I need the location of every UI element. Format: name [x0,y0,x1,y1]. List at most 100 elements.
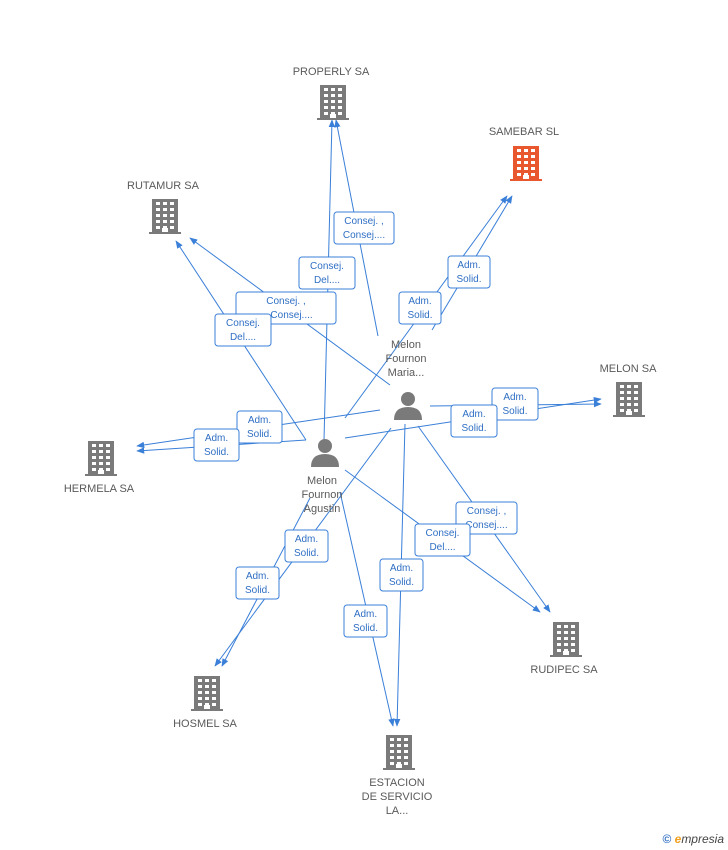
edge-label-text: Solid. [461,423,486,434]
edge-label-text: Consej.... [343,230,385,241]
brand-name: mpresia [681,832,724,846]
edge-label-box [298,256,356,290]
edge-label-9[interactable]: Adm. Solid. [193,428,240,462]
edge-label-14[interactable]: Adm. Solid. [379,558,424,592]
node-label: RUDIPEC SA [530,664,598,676]
brand-initial: e [674,832,682,846]
node-label: LA... [386,805,409,817]
edge-label-box [214,313,272,347]
edge-label-text: Del.... [429,542,455,553]
edge-label-text: Consej. , [344,216,383,227]
edge-label-text: Consej.... [465,520,507,531]
building-icon [317,85,349,120]
node-rudipec[interactable]: RUDIPEC SA [530,622,598,676]
edge-label-13[interactable]: Adm. Solid. [235,566,280,600]
edge-label-text: Adm. [503,392,526,403]
edge-label-box [398,291,442,325]
node-label: HERMELA SA [64,483,135,495]
edge-label-text: Adm. [295,534,318,545]
edge-label-text: Consej. , [467,506,506,517]
edge-label-text: Solid. [294,548,319,559]
edge-label-5[interactable]: Adm. Solid. [447,255,491,289]
node-properly[interactable]: PROPERLY SA [293,66,370,120]
building-icon [149,199,181,234]
edge-label-text: Adm. [390,563,413,574]
node-label: MELON SA [600,363,658,375]
edge-label-text: ...,Consej.... [259,310,312,321]
edge-label-10[interactable]: Consej. , Consej.... [455,501,518,535]
edge-label-text: Adm. [462,409,485,420]
edge-label-text: Solid. [502,406,527,417]
edge-label-15[interactable]: Adm. Solid. [343,604,388,638]
node-hermela[interactable]: HERMELA SA [64,441,135,495]
node-label: HOSMEL SA [173,718,237,730]
node-melonsa[interactable]: MELON SA [600,363,658,417]
node-label: PROPERLY SA [293,66,370,78]
node-label: DE SERVICIO [362,791,433,803]
node-label: SAMEBAR SL [489,126,559,138]
edge-label-3[interactable]: Consej. Del.... [214,313,272,347]
node-label: Melon [307,475,337,487]
edge-label-text: Consej. [426,528,460,539]
node-estacion[interactable]: ESTACION DE SERVICIO LA... [362,735,433,817]
edge-label-text: Adm. [205,433,228,444]
edge-label-0[interactable]: Consej. , Consej.... [333,211,395,245]
edge-label-box [450,404,498,438]
edge-label-11[interactable]: Consej. Del.... [414,523,471,557]
edge-label-text: Del.... [314,275,340,286]
node-maria[interactable]: MelonFournonMaria... [386,339,427,420]
node-label: Agustin [304,503,341,515]
edge-label-text: Adm. [354,609,377,620]
edge-label-text: Adm. [246,571,269,582]
edge-label-text: Consej. [310,261,344,272]
node-hosmel[interactable]: HOSMEL SA [173,676,238,730]
edge-label-box [343,604,388,638]
edge-label-7[interactable]: Adm. Solid. [450,404,498,438]
node-label: Fournon [386,353,427,365]
edge-label-text: Adm. [248,415,271,426]
edge-label-box [379,558,424,592]
edge-label-text: Solid. [456,274,481,285]
node-label: Fournon [302,489,343,501]
edge-label-text: Adm. [408,296,431,307]
node-label: RUTAMUR SA [127,180,200,192]
building-icon [550,622,582,657]
edge-label-text: Solid. [247,429,272,440]
node-label: ESTACION [369,777,424,789]
edge-label-text: Solid. [245,585,270,596]
edge-label-8[interactable]: Adm. Solid. [236,410,283,444]
edge-label-text: Consej. [226,318,260,329]
edge-label-box [236,410,283,444]
edge-label-6[interactable]: Adm. Solid. [491,387,539,421]
edge-label-box [193,428,240,462]
person-icon [311,439,339,467]
edge-label-box [333,211,395,245]
edge-label-box [284,529,329,563]
edge-label-box [235,566,280,600]
edge-label-4[interactable]: Adm. Solid. [398,291,442,325]
edge-label-text: Del.... [230,332,256,343]
node-samebar[interactable]: SAMEBAR SL [489,126,559,181]
edge-label-box [414,523,471,557]
edge-label-text: Consej. , [266,296,305,307]
node-label: Melon [391,339,421,351]
building-icon [510,146,542,181]
building-icon [613,382,645,417]
building-icon [191,676,223,711]
node-rutamur[interactable]: RUTAMUR SA [127,180,200,234]
edge-label-text: Solid. [204,447,229,458]
edge-label-12[interactable]: Adm. Solid. [284,529,329,563]
person-icon [394,392,422,420]
building-icon [383,735,415,770]
copyright-icon: © [662,832,672,846]
edge-label-text: Adm. [457,260,480,271]
edge-label-text: Solid. [407,310,432,321]
edge-label-1[interactable]: Consej. Del.... [298,256,356,290]
edge-label-text: Solid. [389,577,414,588]
node-label: Maria... [388,367,425,379]
watermark: © empresia [662,832,724,846]
edge-label-box [447,255,491,289]
edge-label-text: Solid. [353,623,378,634]
